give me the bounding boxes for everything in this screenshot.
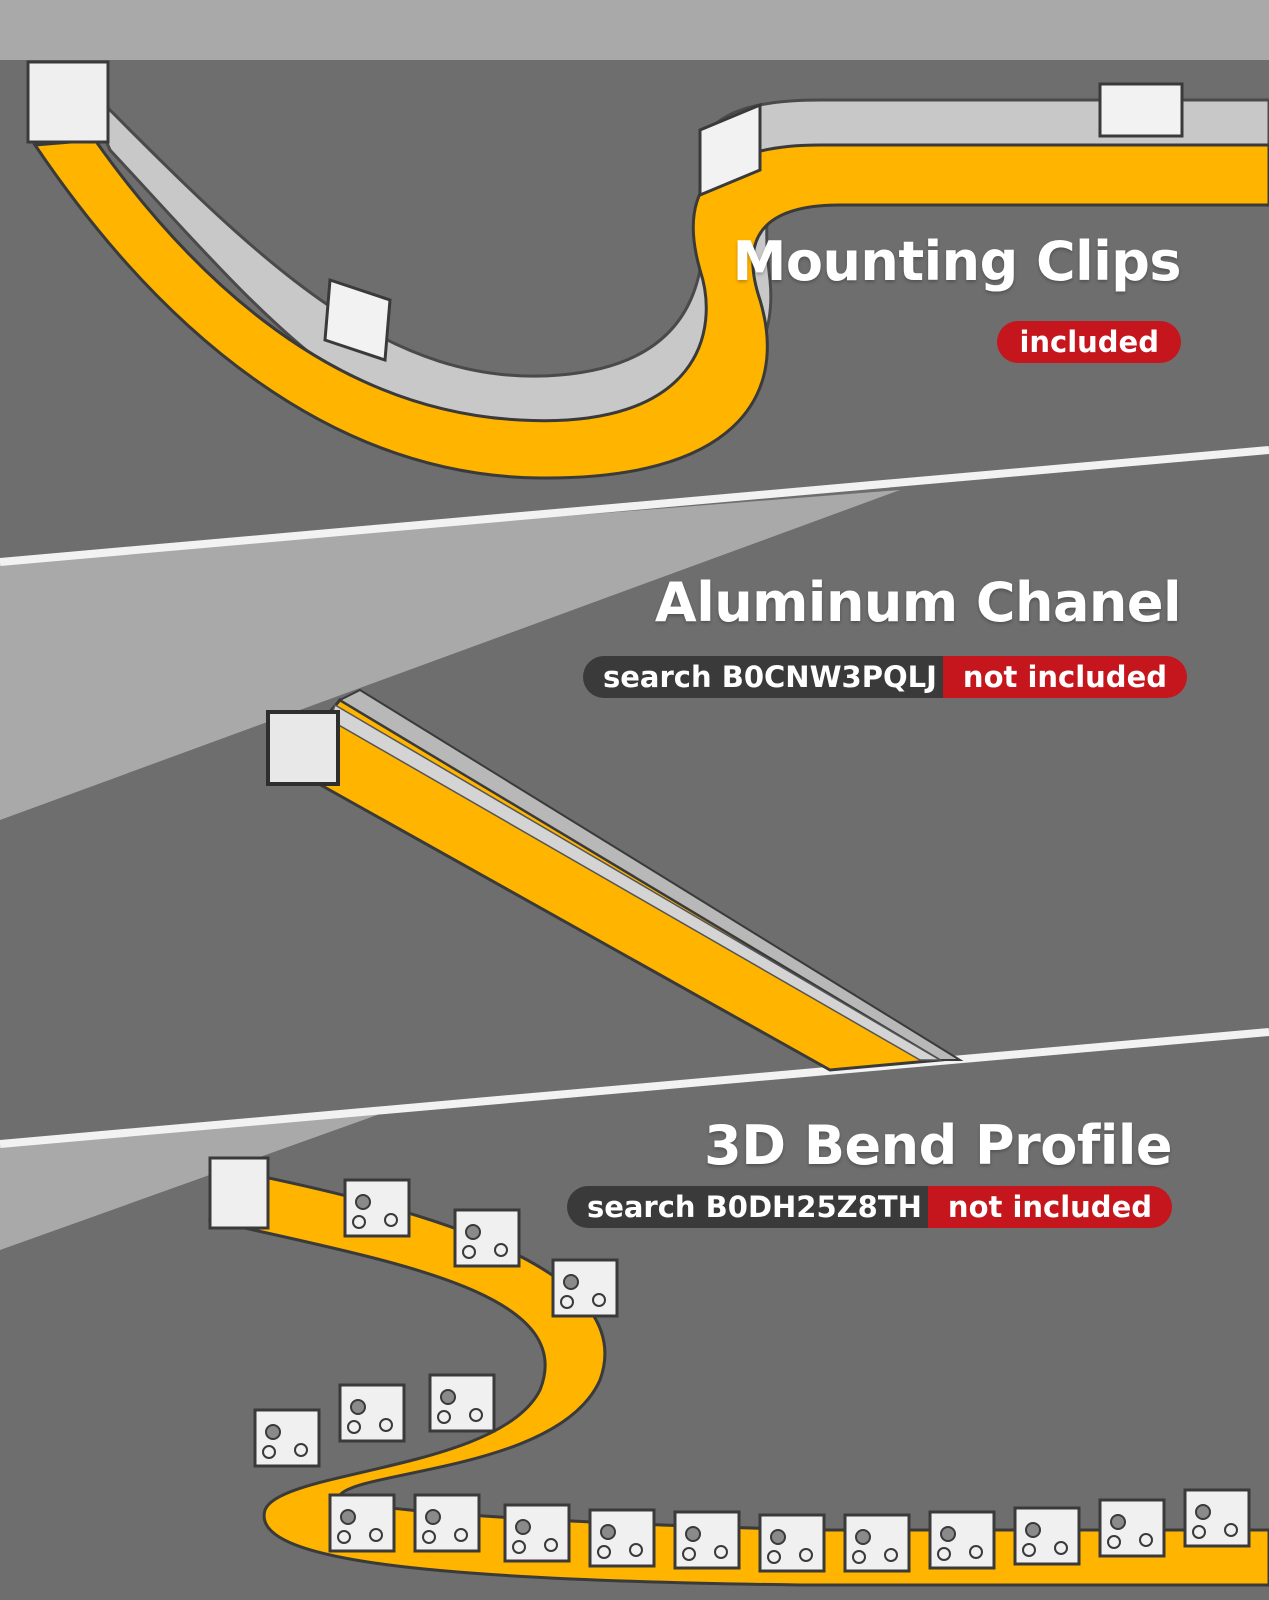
neon-strip-1 <box>32 138 1269 480</box>
channel-top-edge <box>337 688 964 1061</box>
bend-clip-group <box>253 1178 1251 1573</box>
channel-end-profile <box>266 710 340 786</box>
bend-clip-segment <box>1013 1506 1081 1566</box>
bend-clip-segment <box>551 1258 619 1318</box>
bend-clip-segment <box>1098 1498 1166 1558</box>
bend-clip-segment <box>843 1513 911 1573</box>
mounting-clip-3 <box>1098 82 1184 138</box>
bend-clip-segment <box>503 1503 571 1563</box>
mounting-clip-1 <box>323 277 392 363</box>
search-code-badge: search B0DH25Z8TH <box>566 1186 928 1228</box>
channel-side <box>329 703 943 1061</box>
mounting-clips-title: Mounting Clips <box>732 230 1182 293</box>
included-badge: included <box>997 321 1181 363</box>
aluminum-channel-illustration <box>266 688 964 1072</box>
light-beam-1 <box>0 490 900 820</box>
bend-clip-segment <box>338 1383 406 1443</box>
bend-clip-segment <box>1183 1488 1251 1548</box>
aluminum-channel-badges: search B0CNW3PQLJ not included <box>583 656 1187 698</box>
bend-profile-title: 3D Bend Profile <box>704 1114 1172 1177</box>
bend-clip-segment <box>343 1178 411 1238</box>
divider-line-1 <box>0 446 1269 566</box>
not-included-badge: not included <box>927 1186 1172 1228</box>
neon-strip-3 <box>207 1168 1269 1587</box>
bend-clip-segment <box>588 1508 656 1568</box>
light-beam-2 <box>0 1114 380 1250</box>
mounting-clip-2 <box>698 102 762 198</box>
aluminum-channel-title: Aluminum Chanel <box>654 571 1182 634</box>
divider-line-2 <box>0 1028 1269 1148</box>
bend-clip-segment <box>253 1408 321 1468</box>
search-code-badge: search B0CNW3PQLJ <box>583 656 943 698</box>
bend-profile-illustration <box>207 1156 1269 1587</box>
bend-clip-segment <box>328 1493 396 1553</box>
mounting-clips-status-badge: included <box>997 321 1181 363</box>
bend-profile-badges: search B0DH25Z8TH not included <box>566 1186 1172 1228</box>
bend-clip-segment <box>453 1208 521 1268</box>
end-cap-1 <box>26 60 110 144</box>
top-light-strip <box>0 0 1269 60</box>
bend-clip-segment <box>413 1493 481 1553</box>
bend-clip-segment <box>428 1373 496 1433</box>
bend-clip-segment <box>928 1510 996 1570</box>
bend-clip-segment <box>673 1510 741 1570</box>
mounting-clips-illustration <box>26 60 1269 480</box>
bend-clip-segment <box>758 1513 826 1573</box>
not-included-badge: not included <box>942 656 1187 698</box>
end-cap-3 <box>208 1156 270 1230</box>
